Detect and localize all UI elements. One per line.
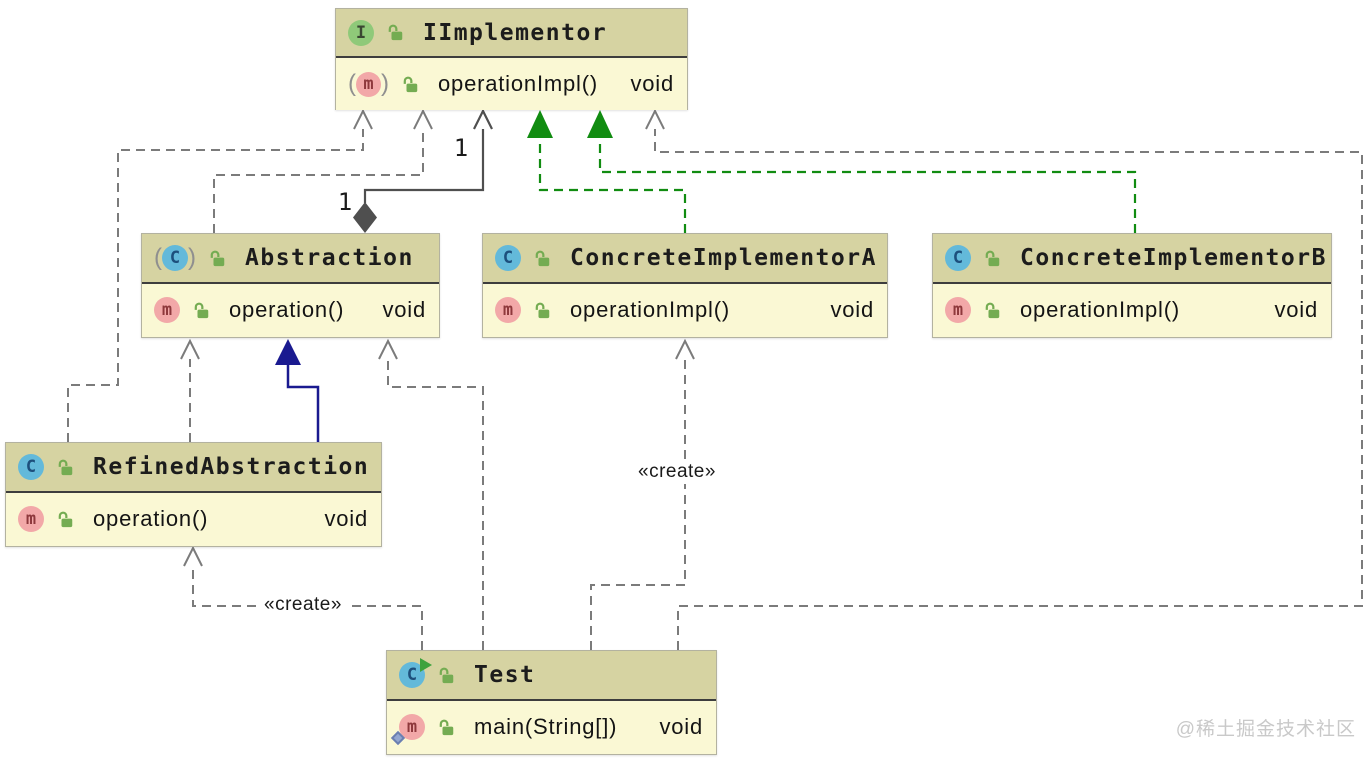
run-triangle-icon — [420, 658, 432, 672]
node-header: C RefinedAbstraction — [6, 443, 381, 493]
public-lock-icon — [194, 302, 209, 318]
method-return-type: void — [630, 71, 674, 96]
method-name: operationImpl() — [438, 71, 598, 96]
public-lock-icon — [403, 76, 418, 92]
abstract-class-icon: ( C ) — [154, 244, 196, 271]
watermark: @稀土掘金技术社区 — [1175, 719, 1356, 740]
class-title: Test — [474, 662, 536, 688]
class-node-test[interactable]: C Test m main(String[]) void — [386, 650, 717, 755]
public-lock-icon — [535, 250, 550, 266]
method-icon: m — [945, 297, 971, 323]
edge-concreteimplementorb-implements-iimplementor[interactable] — [587, 110, 1137, 233]
method-name: operation() — [229, 297, 345, 322]
create-label: «create» — [632, 460, 722, 484]
method-icon: m — [18, 506, 44, 532]
edge-refinedabstraction-depends-iimplementor[interactable] — [67, 108, 373, 442]
public-lock-icon — [388, 24, 403, 41]
class-title: ConcreteImplementorA — [570, 245, 877, 271]
multiplicity-label: 1 — [453, 134, 469, 162]
method-name: operationImpl() — [570, 297, 730, 322]
method-return-type: void — [324, 506, 368, 531]
multiplicity-label: 1 — [337, 188, 353, 216]
main-method-icon: m — [390, 714, 425, 746]
class-node-iimplementor[interactable]: I IImplementor ( m ) operationImpl() voi… — [335, 8, 688, 110]
public-lock-icon — [439, 719, 454, 735]
public-lock-icon — [985, 250, 1000, 266]
node-header: ( C ) Abstraction — [142, 234, 439, 284]
method-return-type: void — [659, 714, 703, 739]
class-icon: C — [495, 245, 521, 271]
method-return-type: void — [1274, 297, 1318, 322]
edge-test-depends-abstraction[interactable] — [378, 338, 484, 650]
public-lock-icon — [58, 459, 73, 475]
method-icon: m — [154, 297, 180, 323]
class-node-concreteimplementorb[interactable]: C ConcreteImplementorB m operationImpl()… — [932, 233, 1332, 338]
method-icon: m — [495, 297, 521, 323]
node-header: C ConcreteImplementorB — [933, 234, 1331, 284]
node-header: C Test — [387, 651, 716, 701]
class-title: IImplementor — [423, 19, 608, 46]
node-header: I IImplementor — [336, 9, 687, 58]
class-icon: C — [945, 245, 971, 271]
public-lock-icon — [439, 667, 454, 683]
method-name: operation() — [93, 506, 209, 531]
method-return-type: void — [382, 297, 426, 322]
class-title: RefinedAbstraction — [93, 454, 370, 480]
edge-refinedabstraction-extends-abstraction[interactable] — [275, 339, 320, 442]
edge-test-depends-iimplementor[interactable] — [645, 108, 1363, 650]
edge-abstraction-aggregates-iimplementor[interactable] — [353, 108, 493, 233]
node-header: C ConcreteImplementorA — [483, 234, 887, 284]
method-name: main(String[]) — [474, 714, 618, 739]
class-icon: C — [18, 454, 44, 480]
interface-icon: I — [348, 19, 374, 46]
public-lock-icon — [210, 250, 225, 266]
class-node-refinedabstraction[interactable]: C RefinedAbstraction m operation() void — [5, 442, 382, 547]
abstract-method-icon: ( m ) — [348, 70, 389, 97]
class-title: Abstraction — [245, 245, 414, 271]
create-label: «create» — [258, 593, 348, 617]
method-row[interactable]: m operationImpl() void — [483, 284, 887, 336]
edge-refinedabstraction-depends-abstraction[interactable] — [180, 338, 200, 442]
class-node-abstraction[interactable]: ( C ) Abstraction m operation() void — [141, 233, 440, 338]
public-lock-icon — [535, 302, 550, 318]
public-lock-icon — [58, 511, 73, 527]
runnable-class-icon: C — [399, 658, 432, 688]
method-row[interactable]: m operation() void — [142, 284, 439, 336]
edge-abstraction-depends-iimplementor[interactable] — [213, 108, 433, 233]
method-return-type: void — [830, 297, 874, 322]
public-lock-icon — [985, 302, 1000, 318]
class-node-concreteimplementora[interactable]: C ConcreteImplementorA m operationImpl()… — [482, 233, 888, 338]
method-name: operationImpl() — [1020, 297, 1180, 322]
method-row[interactable]: m operationImpl() void — [933, 284, 1331, 336]
method-row[interactable]: m main(String[]) void — [387, 701, 716, 753]
class-title: ConcreteImplementorB — [1020, 245, 1327, 271]
edge-test-creates-concreteimplementora[interactable] — [590, 338, 695, 650]
method-row[interactable]: ( m ) operationImpl() void — [336, 58, 687, 110]
edge-concreteimplementora-implements-iimplementor[interactable] — [527, 110, 687, 233]
method-row[interactable]: m operation() void — [6, 493, 381, 545]
